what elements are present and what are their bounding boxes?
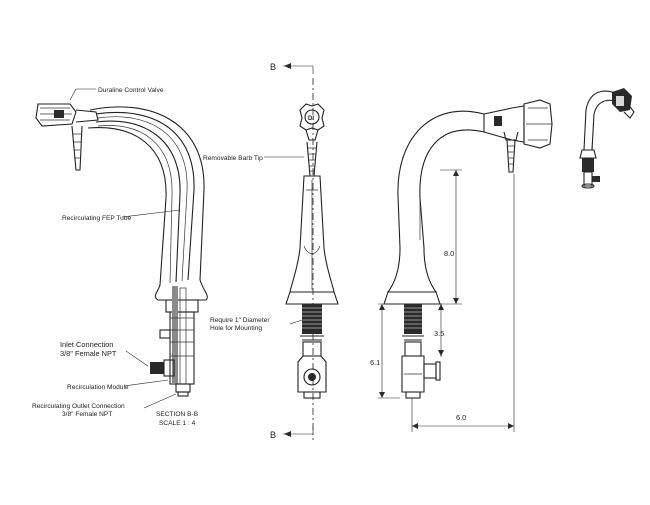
side-base: [386, 247, 438, 293]
label-mount-hole-2: Hole for Mounting: [210, 325, 262, 332]
side-view: [378, 99, 553, 432]
label-mount-hole-1: Require 1" Diameter: [210, 317, 270, 324]
front-shank: [300, 304, 324, 341]
dimension-6-1: [378, 303, 400, 399]
section-body: [150, 286, 199, 397]
side-valve-head: [483, 99, 553, 173]
section-gooseneck: [87, 106, 205, 286]
dim-shank: 3.5: [434, 329, 444, 338]
section-control-valve: [35, 103, 99, 171]
arrow-bottom: [284, 431, 291, 437]
dimension-8-0: [440, 169, 462, 305]
front-spout: [289, 175, 335, 293]
arrow-top: [284, 63, 291, 69]
section-marker-bottom: B: [270, 430, 276, 440]
label-recirculation-module: Recirculation Module: [67, 384, 129, 391]
dim-height-above-deck: 8.0: [444, 249, 454, 258]
label-outlet-connection: Recirculating Outlet Connection: [32, 403, 125, 410]
front-flange: [285, 291, 339, 305]
front-view: [264, 63, 339, 440]
dim-reach: 6.0: [456, 413, 466, 422]
label-control-valve: Duraline Control Valve: [98, 87, 164, 94]
label-outlet-npt: 3/8" Female NPT: [62, 411, 112, 418]
mount-leader: [289, 319, 303, 325]
handle-mark: DI: [308, 116, 314, 122]
front-lower-body: [297, 341, 327, 399]
side-gooseneck: [397, 110, 485, 249]
section-leaders: [69, 88, 181, 409]
isometric-view: [579, 88, 635, 189]
section-base-flare: [154, 279, 208, 301]
side-shank: [402, 304, 424, 341]
label-inlet-connection: Inlet Connection: [60, 340, 113, 349]
label-barb-tip: Removable Barb Tip: [203, 155, 263, 162]
label-fep-tube: Recirculating FEP Tube: [62, 215, 131, 222]
label-section: SECTION B-B: [156, 411, 199, 418]
label-scale: SCALE 1 : 4: [159, 420, 196, 427]
section-marker-top: B: [270, 62, 276, 72]
dim-below-deck: 6.1: [370, 358, 380, 367]
side-lower-body: [401, 341, 441, 399]
front-handle: [299, 103, 325, 141]
dimension-3-5: [438, 303, 444, 357]
dimension-6-0: [411, 174, 515, 432]
front-barb-tip: [306, 141, 318, 177]
side-flange: [383, 291, 441, 305]
label-inlet-npt: 3/8" Female NPT: [60, 349, 117, 358]
section-view: [35, 88, 208, 409]
